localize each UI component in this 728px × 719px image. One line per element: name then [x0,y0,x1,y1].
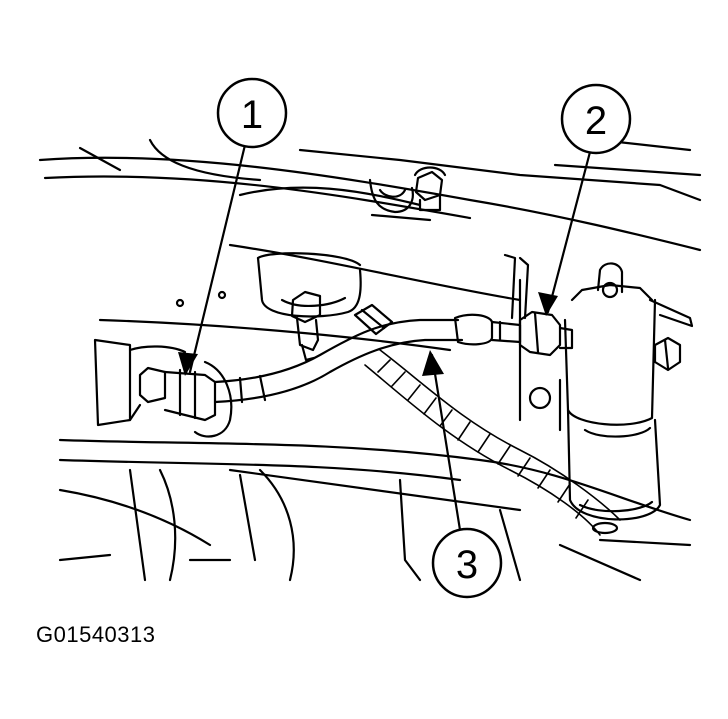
canister-nut [290,290,322,362]
callout-2-leader [546,150,592,314]
callout-1-arrowhead [178,352,198,376]
callout-1: 1 [216,77,288,149]
refrigerant-hose [213,318,464,404]
side-bolt [653,336,682,372]
figure-id: G01540313 [36,622,156,647]
mount-hole [217,290,227,300]
wire-harness [364,349,621,536]
callout-2: 2 [560,83,632,155]
top-bolt [413,166,447,212]
drier-bracket [503,253,694,432]
lower-structure [58,468,692,582]
callout-1-label: 1 [241,93,263,137]
frame-rail [58,243,692,522]
body-panel-lines [38,138,702,252]
callout-3: 3 [431,527,503,599]
hose-crimp-fitting [453,313,522,346]
callout-2-label: 2 [585,99,607,143]
callout-3-arrowhead [422,350,444,376]
left-fitting [93,338,233,438]
mount-hole [175,298,185,308]
callout-3-leader [430,353,462,532]
accumulator-drier [563,262,662,535]
callout-2-arrowhead [538,292,558,316]
callout-3-label: 3 [456,543,478,587]
right-hex-fitting [518,310,574,357]
callout-1-leader [188,143,247,374]
hose-clip [353,303,394,336]
upper-bracket [368,178,432,222]
left-canister [256,252,362,318]
